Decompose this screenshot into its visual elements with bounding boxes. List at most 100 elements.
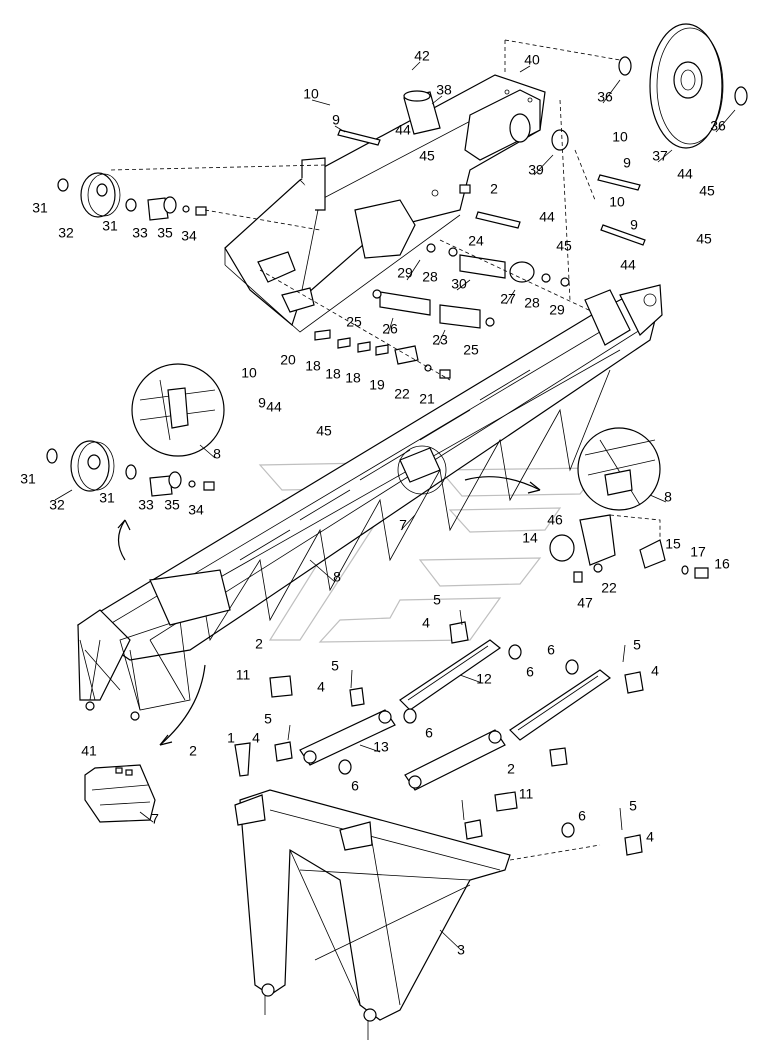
callout-c-28b: 28 <box>524 295 540 311</box>
callout-c-11a: 11 <box>236 667 251 683</box>
callout-c-10c: 10 <box>609 194 625 210</box>
callout-c-44c: 44 <box>620 257 636 273</box>
callout-c-18c: 18 <box>345 370 361 386</box>
callout-c-29a: 29 <box>397 265 413 281</box>
callout-c-4c: 4 <box>317 679 325 695</box>
pins-and-washers <box>234 609 644 856</box>
callout-c-2a: 2 <box>490 181 498 197</box>
callout-c-47: 47 <box>577 595 593 611</box>
support-wheel-left-mid <box>46 440 215 497</box>
callout-c-2b: 2 <box>255 636 263 652</box>
callout-c-22b: 22 <box>601 580 617 596</box>
callout-c-8c: 8 <box>664 489 672 505</box>
callout-c-11b: 11 <box>519 786 534 802</box>
callout-c-35b: 35 <box>164 497 180 513</box>
callout-c-42a: 42 <box>414 48 430 64</box>
callout-c-45a: 45 <box>419 148 435 164</box>
callout-c-45e: 45 <box>316 423 332 439</box>
callout-c-35a: 35 <box>157 225 173 241</box>
callout-c-44d: 44 <box>539 209 555 225</box>
callout-c-44e: 44 <box>266 399 282 415</box>
callout-c-13: 13 <box>373 739 389 755</box>
callout-c-6c: 6 <box>425 725 433 741</box>
detail-circle-center <box>397 445 447 495</box>
detail-circle-right <box>577 427 661 511</box>
callout-c-32b: 32 <box>49 497 65 513</box>
callout-c-45b: 45 <box>699 183 715 199</box>
callout-c-5d: 5 <box>264 711 272 727</box>
callout-c-45d: 45 <box>556 238 572 254</box>
callout-c-6e: 6 <box>578 808 586 824</box>
callout-c-32a: 32 <box>58 225 74 241</box>
callout-c-12: 12 <box>476 671 492 687</box>
callout-c-5c: 5 <box>331 658 339 674</box>
callout-c-5a: 5 <box>433 592 441 608</box>
callout-c-44b: 44 <box>677 166 693 182</box>
callout-c-45c: 45 <box>696 231 712 247</box>
callout-c-33b: 33 <box>138 497 154 513</box>
callout-c-8a: 8 <box>213 446 221 462</box>
callout-c-10b: 10 <box>612 129 628 145</box>
support-wheel-left-upper <box>57 172 207 221</box>
callout-c-25b: 25 <box>463 342 479 358</box>
callout-c-46: 46 <box>547 512 563 528</box>
callout-c-33a: 33 <box>132 225 148 241</box>
detail-inset-box <box>84 764 156 823</box>
support-wheel-upper <box>618 23 748 149</box>
callout-c-2c: 2 <box>189 743 197 759</box>
main-frame <box>234 789 601 1040</box>
callout-c-9d: 9 <box>258 395 266 411</box>
callout-c-29b: 29 <box>549 302 565 318</box>
callout-c-16: 16 <box>714 556 730 572</box>
callout-c-39: 39 <box>528 162 544 178</box>
detail-circle-left <box>131 363 225 457</box>
direction-arrows <box>117 476 541 746</box>
callout-c-27: 27 <box>500 291 516 307</box>
callout-c-8b: 8 <box>333 569 341 585</box>
callout-c-14: 14 <box>522 530 538 546</box>
callout-c-31b: 31 <box>102 218 118 234</box>
callout-c-5e: 5 <box>629 798 637 814</box>
callout-c-4b: 4 <box>651 663 659 679</box>
callout-c-9c: 9 <box>630 217 638 233</box>
bushings-upper <box>314 90 646 379</box>
callout-c-34a: 34 <box>181 228 197 244</box>
callout-c-44a: 44 <box>395 122 411 138</box>
callout-c-34b: 34 <box>188 502 204 518</box>
assembly-guides-upper <box>109 39 621 381</box>
callout-c-36a: 36 <box>597 89 613 105</box>
callout-c-4a: 4 <box>422 615 430 631</box>
callout-c-4d: 4 <box>252 730 260 746</box>
callout-c-5b: 5 <box>633 637 641 653</box>
callout-c-7b: 7 <box>151 811 159 827</box>
roller-assembly <box>549 514 709 583</box>
callout-c-9b: 9 <box>623 155 631 171</box>
boom-truss <box>76 284 663 721</box>
callout-c-6a: 6 <box>526 664 534 680</box>
callout-c-31d: 31 <box>99 490 115 506</box>
hinge-beam <box>224 74 546 333</box>
callout-c-21: 21 <box>419 391 435 407</box>
leader-lines <box>54 61 736 951</box>
callout-c-38: 38 <box>436 82 452 98</box>
callout-c-3: 3 <box>457 942 465 958</box>
callout-c-17: 17 <box>690 544 706 560</box>
callout-c-10d: 10 <box>241 365 257 381</box>
callout-c-9a: 9 <box>332 112 340 128</box>
callout-c-19: 19 <box>369 377 385 393</box>
callout-c-31c: 31 <box>20 471 36 487</box>
callout-c-31a: 31 <box>32 200 48 216</box>
callout-c-30: 30 <box>451 276 467 292</box>
callout-c-25a: 25 <box>346 314 362 330</box>
callout-c-6b: 6 <box>547 642 555 658</box>
callout-c-20: 20 <box>280 352 296 368</box>
callout-c-37: 37 <box>652 148 668 164</box>
callout-c-36b: 36 <box>710 118 726 134</box>
callout-c-18b: 18 <box>325 366 341 382</box>
callout-c-10a: 10 <box>303 86 319 102</box>
callout-c-23: 23 <box>432 332 448 348</box>
callout-c-28a: 28 <box>422 269 438 285</box>
link-bars <box>299 639 612 791</box>
